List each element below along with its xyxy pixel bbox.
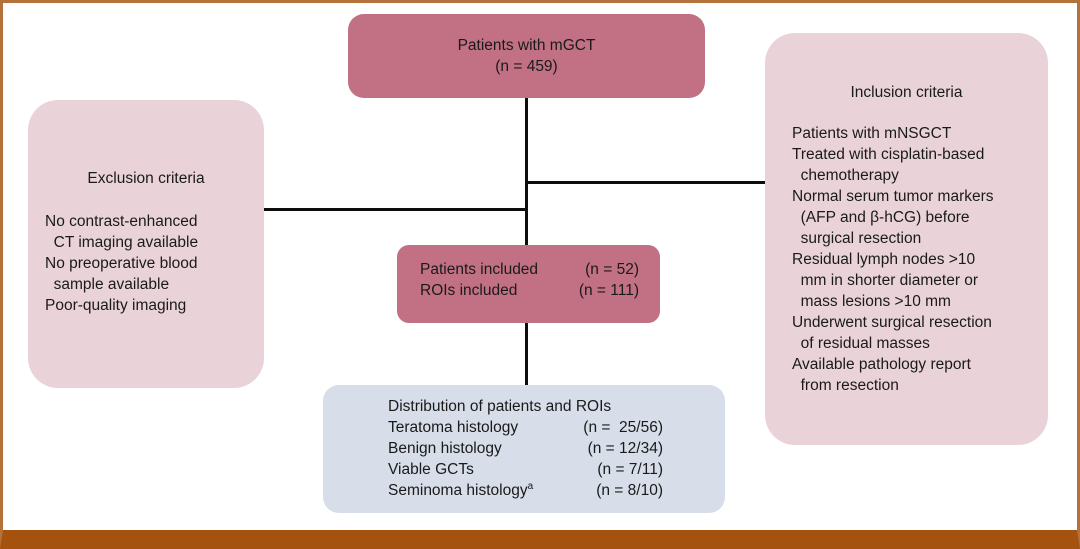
connector-horizontal-exclusion: [264, 208, 527, 211]
distribution-row: Viable GCTs (n = 7/11): [388, 459, 663, 480]
inclusion-criteria-line: Patients with mNSGCT: [792, 125, 952, 142]
footnote-marker: a: [527, 480, 534, 492]
distribution-row-value: (n = 8/10): [596, 482, 663, 499]
patients-mgct-line1: Patients with mGCT: [457, 37, 596, 54]
inclusion-criteria-list: Patients with mNSGCT Treated with cispla…: [765, 123, 1048, 396]
included-row-label: Patients included: [420, 261, 539, 278]
exclusion-criteria-box: Exclusion criteria No contrast-enhanced …: [28, 100, 264, 388]
exclusion-criteria-line: CT imaging available: [45, 234, 199, 251]
connector-vertical-bottom: [525, 322, 528, 385]
distribution-box: Distribution of patients and ROIs Terato…: [323, 385, 725, 513]
distribution-row-label: Viable GCTs: [388, 461, 474, 478]
distribution-row-label: Teratoma histology: [388, 419, 519, 436]
connector-horizontal-inclusion: [526, 181, 766, 184]
inclusion-criteria-line: from resection: [792, 377, 899, 394]
inclusion-criteria-line: surgical resection: [792, 230, 922, 247]
inclusion-criteria-box: Inclusion criteria Patients with mNSGCT …: [765, 33, 1048, 445]
inclusion-criteria-line: chemotherapy: [792, 167, 899, 184]
distribution-title: Distribution of patients and ROIs: [388, 398, 612, 415]
inclusion-criteria-line: Available pathology report: [792, 356, 971, 373]
exclusion-criteria-line: No preoperative blood: [45, 255, 198, 272]
distribution-row: Teratoma histology (n = 25/56): [388, 417, 663, 438]
included-row: ROIs included (n = 111): [420, 280, 639, 301]
connector-vertical-top: [525, 97, 528, 245]
included-row-value: (n = 52): [585, 261, 639, 278]
exclusion-criteria-line: sample available: [45, 276, 170, 293]
inclusion-criteria-line: mass lesions >10 mm: [792, 293, 951, 310]
inclusion-criteria-line: Normal serum tumor markers: [792, 188, 994, 205]
distribution-row: Benign histology (n = 12/34): [388, 438, 663, 459]
distribution-list: Teratoma histology (n = 25/56) Benign hi…: [388, 417, 663, 501]
included-row: Patients included (n = 52): [420, 259, 639, 280]
distribution-row-value: (n = 25/56): [583, 419, 663, 436]
distribution-row-label: Benign histology: [388, 440, 502, 457]
exclusion-criteria-list: No contrast-enhanced CT imaging availabl…: [28, 211, 264, 316]
distribution-row-value: (n = 12/34): [587, 440, 663, 457]
patients-included-box: Patients included (n = 52) ROIs included…: [397, 245, 660, 323]
inclusion-criteria-line: (AFP and β-hCG) before: [792, 209, 970, 226]
distribution-row: Seminoma histologya (n = 8/10): [388, 480, 663, 501]
patients-mgct-line2: (n = 459): [495, 58, 558, 75]
inclusion-criteria-line: Underwent surgical resection: [792, 314, 992, 331]
exclusion-criteria-title: Exclusion criteria: [87, 170, 205, 187]
exclusion-criteria-line: Poor-quality imaging: [45, 297, 187, 314]
inclusion-criteria-line: Treated with cisplatin-based: [792, 146, 985, 163]
patients-mgct-box: Patients with mGCT (n = 459): [348, 14, 705, 98]
inclusion-criteria-line: Residual lymph nodes >10: [792, 251, 976, 268]
distribution-row-label: Seminoma histologya: [388, 480, 534, 499]
inclusion-criteria-title: Inclusion criteria: [850, 84, 963, 101]
distribution-row-value: (n = 7/11): [597, 461, 663, 478]
included-row-label: ROIs included: [420, 282, 518, 299]
inclusion-criteria-line: of residual masses: [792, 335, 930, 352]
exclusion-criteria-line: No contrast-enhanced: [45, 213, 198, 230]
inclusion-criteria-line: mm in shorter diameter or: [792, 272, 979, 289]
included-row-value: (n = 111): [578, 282, 639, 299]
